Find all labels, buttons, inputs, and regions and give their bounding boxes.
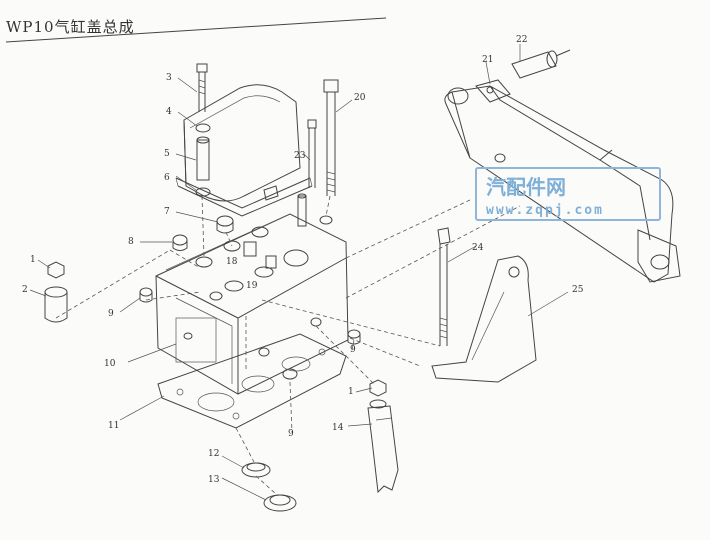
bracket-assembly: [431, 227, 537, 383]
part-number-label: 12: [208, 449, 219, 459]
part-number-label: 7: [164, 207, 170, 217]
part-number-label: 9: [350, 345, 356, 355]
head-bolts: [307, 79, 339, 196]
part-number-label: 8: [128, 237, 134, 247]
part-number-label: 5: [164, 149, 170, 159]
part-number-label: 11: [108, 421, 119, 431]
part-number-label: 19: [246, 281, 258, 291]
part-number-label: 4: [166, 107, 172, 117]
part-number-label: 20: [354, 93, 366, 103]
part-number-label: 23: [294, 151, 306, 161]
watermark-url: www.zqpj.com: [486, 203, 604, 218]
part-number-label: 1: [30, 255, 36, 265]
cover-bolt: [196, 63, 208, 112]
rocker-cover: [175, 84, 313, 217]
part-number-label: 1: [348, 387, 354, 397]
part-number-label: 13: [208, 475, 220, 485]
diagram-title: WP10气缸盖总成: [6, 18, 135, 36]
part-number-label: 21: [482, 55, 493, 65]
part-number-label: 25: [572, 285, 584, 295]
part-number-label: 2: [22, 285, 28, 295]
watermark: 汽配件网 www.zqpj.com: [475, 167, 661, 221]
part-number-label: 6: [164, 173, 170, 183]
cylinder-head: [155, 193, 349, 395]
head-gasket: [157, 333, 347, 429]
part-number-label: 22: [516, 35, 527, 45]
part-number-label: 18: [226, 257, 238, 267]
part-number-label: 3: [166, 73, 172, 83]
watermark-cn: 汽配件网: [486, 175, 566, 199]
part-number-label: 14: [332, 423, 344, 433]
part-number-label: 24: [472, 243, 484, 253]
part-number-label: 10: [104, 359, 116, 369]
part-number-label: 9: [288, 429, 294, 439]
part-number-label: 9: [108, 309, 114, 319]
exhaust-manifold: [444, 49, 681, 283]
